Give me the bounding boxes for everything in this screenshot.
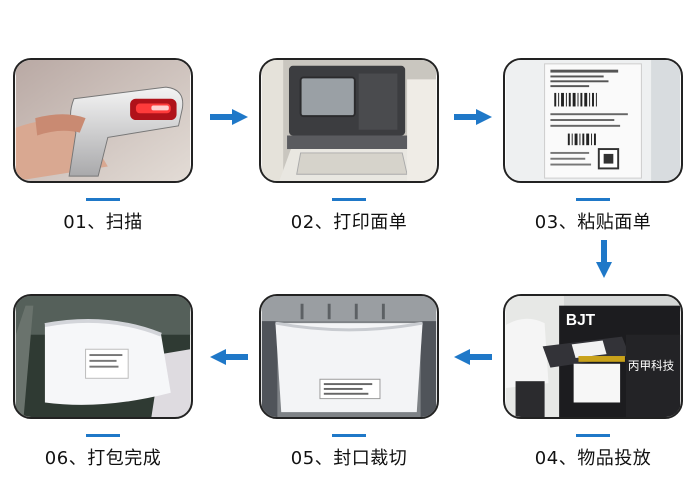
step-label: 06、打包完成	[44, 448, 162, 469]
sealing-photo	[259, 294, 439, 419]
scanner-photo	[13, 58, 193, 183]
finished-package-photo	[13, 294, 193, 419]
barcode-scanner-icon	[15, 60, 191, 181]
arrow-right-icon	[454, 109, 492, 125]
machine-brand: 丙甲科技	[628, 359, 675, 373]
shipping-label-icon	[505, 60, 681, 181]
label-underline	[86, 198, 120, 201]
arrow-down-icon	[596, 240, 612, 278]
bagging-machine-icon: BJT 丙甲科技	[505, 296, 681, 417]
shipping-label-photo	[503, 58, 683, 183]
arrow-left-icon	[210, 349, 248, 365]
printer-photo	[259, 58, 439, 183]
arrow-left-icon	[454, 349, 492, 365]
step-label: 02、打印面单	[290, 212, 408, 233]
label-underline	[332, 198, 366, 201]
label-underline	[576, 198, 610, 201]
package-icon	[15, 296, 191, 417]
sealing-machine-icon	[261, 296, 437, 417]
step-label: 03、粘贴面单	[534, 212, 652, 233]
step-label: 05、封口裁切	[290, 448, 408, 469]
bagging-machine-photo: BJT 丙甲科技	[503, 294, 683, 419]
arrow-right-icon	[210, 109, 248, 125]
label-underline	[86, 434, 120, 437]
step-label: 01、扫描	[63, 212, 143, 233]
printer-icon	[261, 60, 437, 181]
machine-badge: BJT	[566, 312, 596, 329]
label-underline	[332, 434, 366, 437]
label-underline	[576, 434, 610, 437]
step-label: 04、物品投放	[534, 448, 652, 469]
